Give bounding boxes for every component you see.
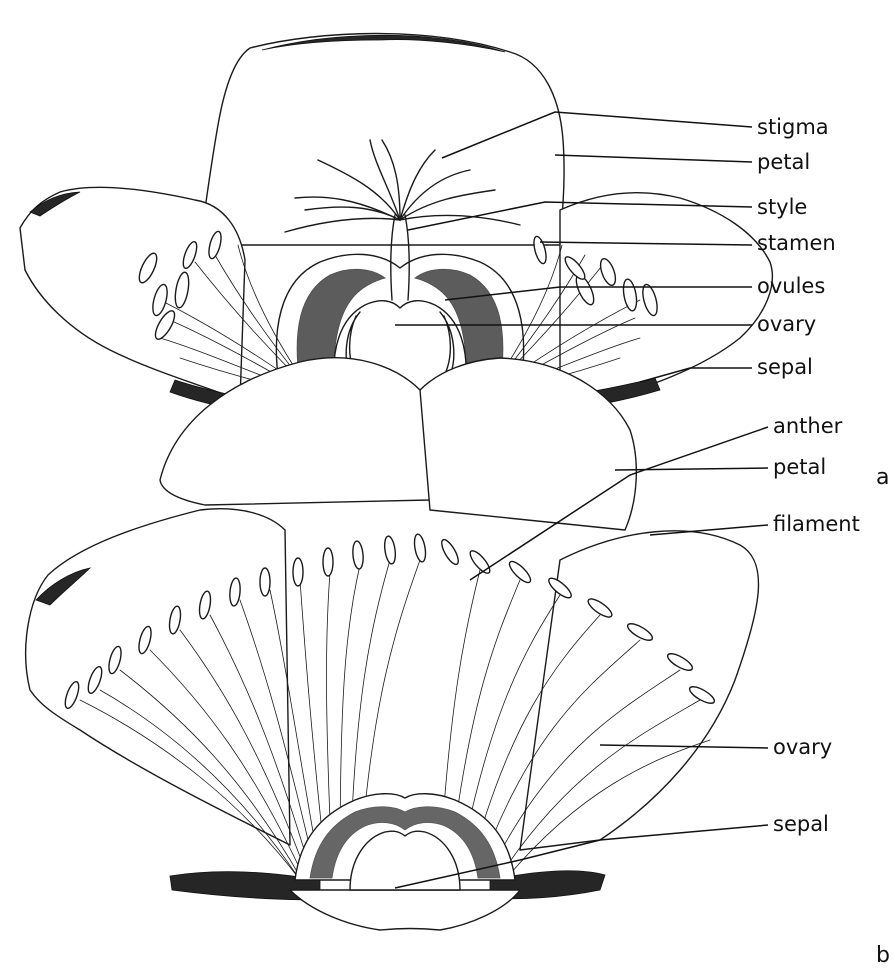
a-label-stamen: stamen: [757, 231, 836, 255]
b-panel-letter: b: [876, 943, 890, 968]
a-label-stigma: stigma: [757, 115, 829, 139]
a-panel-letter: a: [876, 465, 889, 490]
b-label-sepal: sepal: [773, 812, 829, 836]
a-label-ovary: ovary: [757, 312, 816, 336]
a-label-style: style: [757, 195, 807, 219]
b-label-petal: petal: [773, 455, 826, 479]
b-leader-petal: [615, 468, 768, 470]
b-leader-filament: [650, 525, 768, 535]
b-label-ovary: ovary: [773, 735, 832, 759]
diagram-b: anther petal filament ovary sepal b: [26, 358, 890, 968]
b-label-anther: anther: [773, 414, 843, 438]
a-leader-petal: [555, 155, 752, 162]
a-label-ovules: ovules: [757, 274, 825, 298]
a-label-petal: petal: [757, 150, 810, 174]
b-receptacle: [290, 890, 520, 930]
a-label-sepal: sepal: [757, 355, 813, 379]
b-left-petal: [26, 509, 290, 845]
b-label-filament: filament: [773, 512, 860, 536]
